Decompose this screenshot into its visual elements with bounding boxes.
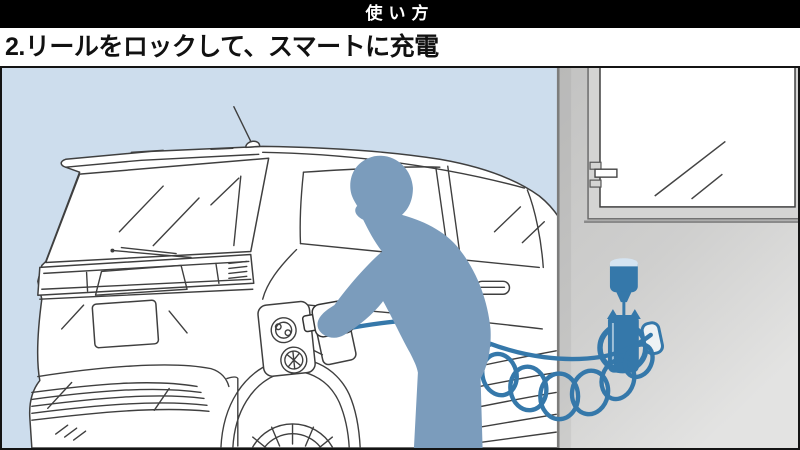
step-subtitle-bar: 2.リールをロックして、スマートに充電	[0, 28, 800, 66]
window	[584, 68, 798, 224]
cable-coil	[480, 342, 655, 422]
person-silhouette	[317, 155, 491, 448]
license-plate	[91, 299, 160, 349]
tailgate-accent-lines	[47, 304, 188, 411]
power-plug	[609, 258, 638, 303]
antenna	[233, 106, 261, 149]
window-latch	[589, 161, 618, 188]
illustration-svg	[2, 68, 798, 448]
step-subtitle: 2.リールをロックして、スマートに充電	[5, 33, 439, 61]
rear-wiper	[110, 246, 192, 259]
cable-reel-unit	[597, 258, 665, 374]
instruction-illustration	[0, 66, 800, 450]
header-bar: 使い方	[0, 0, 800, 28]
glass-reflection-lines	[654, 140, 726, 200]
taillight-strip	[37, 253, 255, 300]
rear-bumper	[31, 364, 230, 441]
plug-highlight	[609, 258, 638, 267]
rear-window	[45, 157, 270, 264]
header-title: 使い方	[365, 4, 435, 23]
window-glass	[599, 68, 796, 208]
